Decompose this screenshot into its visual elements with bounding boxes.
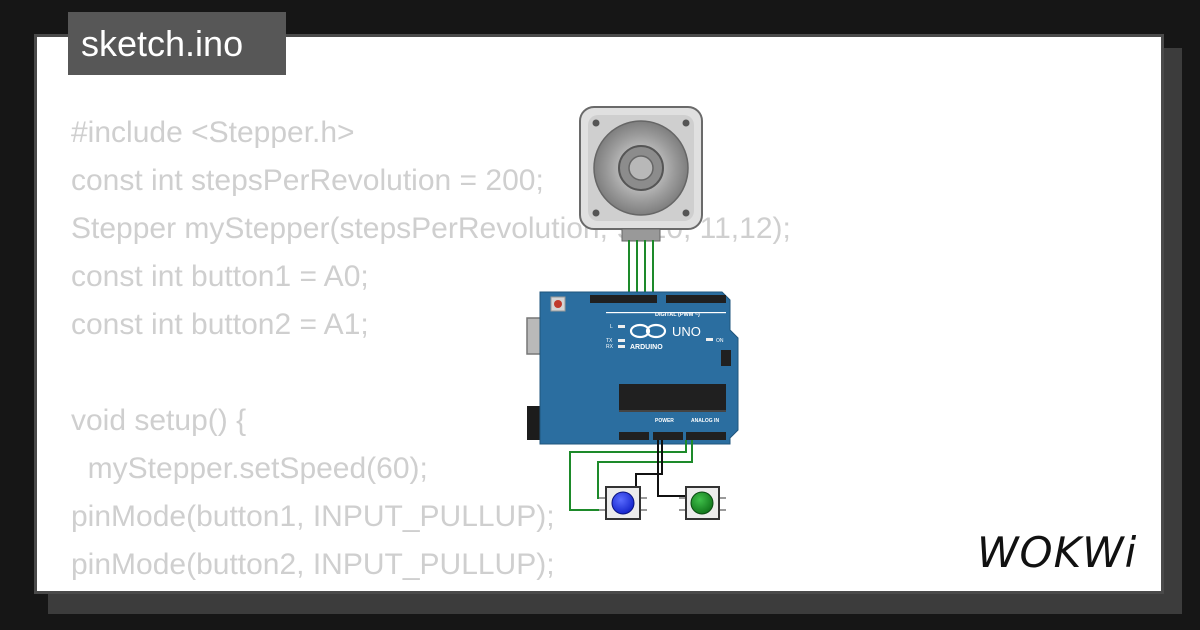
on-label: ON — [716, 338, 724, 344]
analog-header-label: ANALOG IN — [691, 418, 719, 424]
code-line: void setup() { — [71, 404, 247, 437]
code-line: const int button1 = A0; — [71, 260, 369, 293]
led-label-rx: RX — [606, 344, 614, 350]
led-label-tx: TX — [606, 338, 613, 344]
code-line: const int button2 = A1; — [71, 308, 369, 341]
code-line: pinMode(button2, INPUT_PULLUP); — [71, 548, 555, 581]
digital-header-label: DIGITAL (PWM ~) — [655, 312, 700, 318]
file-tab-title[interactable]: sketch.ino — [68, 12, 286, 75]
stepper-motor-icon[interactable] — [579, 106, 703, 242]
pushbutton-green-icon[interactable] — [679, 486, 726, 520]
pushbutton-blue-icon[interactable] — [599, 486, 647, 520]
led-label-l: L — [610, 324, 613, 330]
wokwi-logo: WOKWi — [977, 528, 1137, 577]
code-line: const int stepsPerRevolution = 200; — [71, 164, 544, 197]
code-editor[interactable]: #include <Stepper.h> const int stepsPerRe… — [71, 109, 791, 589]
code-line: pinMode(button1, INPUT_PULLUP); — [71, 500, 555, 533]
board-brand-label: ARDUINO — [630, 344, 663, 351]
motor-wires — [628, 240, 654, 296]
code-line: Stepper myStepper(stepsPerRevolution, 9,… — [71, 212, 791, 245]
board-model-label: UNO — [672, 324, 701, 339]
code-line: #include <Stepper.h> — [71, 116, 355, 149]
arduino-uno-icon[interactable]: DIGITAL (PWM ~) UNO ARDUINO L TX RX ON P… — [526, 291, 739, 445]
code-line: myStepper.setSpeed(60); — [71, 452, 428, 485]
logo-text: WOKWi — [977, 528, 1137, 577]
power-header-label: POWER — [655, 418, 674, 424]
